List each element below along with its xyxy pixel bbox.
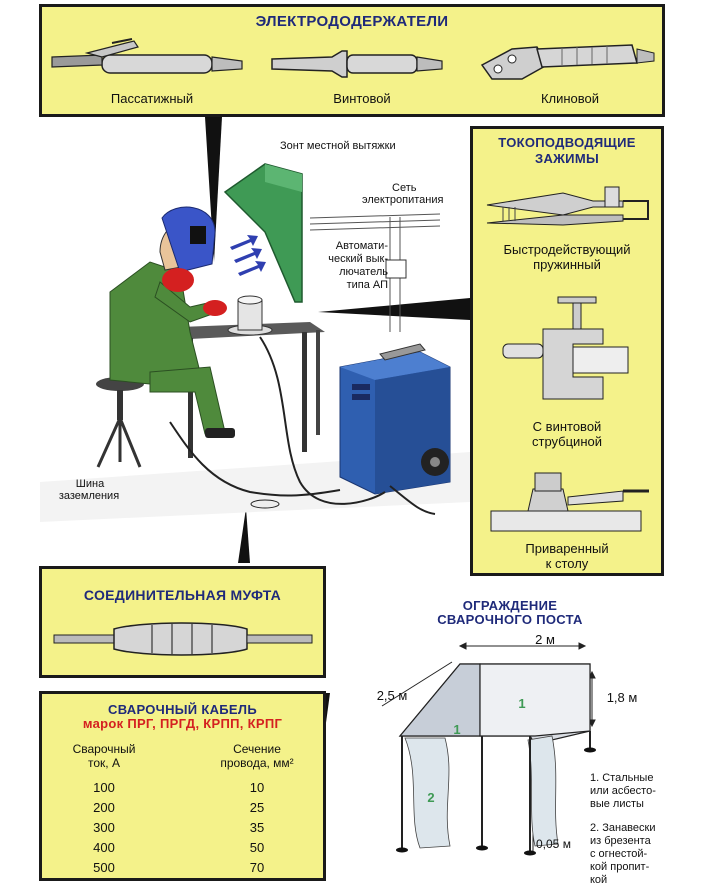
clamp-label-screw-2: струбциной (531, 434, 602, 449)
cable-title: СВАРОЧНЫЙ КАБЕЛЬ (108, 702, 257, 717)
stool (96, 377, 144, 468)
coupling-sleeve-icon (53, 622, 313, 656)
cable-subtitle: марок ПРГ, ПРГД, КРПП, КРПГ (82, 716, 283, 731)
welding-machine (339, 343, 451, 495)
dim-length: 2,5 м (376, 688, 408, 703)
note1-line2: или асбесто- (590, 785, 656, 797)
table-row: 200 25 (64, 800, 310, 816)
coupling-title: СОЕДИНИТЕЛЬНАЯ МУФТА (83, 587, 282, 603)
welding-cables (169, 336, 436, 515)
table-row: 500 70 (64, 860, 310, 876)
section-value: 50 (249, 840, 265, 855)
current-value: 300 (93, 820, 115, 835)
current-value: 200 (93, 800, 115, 815)
col-section-header-2: провода, мм² (220, 756, 294, 770)
dim-height: 1,8 м (606, 690, 638, 705)
note2-line3: с огнестой- (590, 848, 648, 860)
breaker-label-3: лючатель (339, 266, 388, 278)
holder-label-pliers: Пассатижный (110, 91, 194, 106)
clamp-label-screw-1: С винтовой (532, 419, 602, 434)
col-current-header-2: ток, А (88, 756, 120, 770)
cable-panel: СВАРОЧНЫЙ КАБЕЛЬ марок ПРГ, ПРГД, КРПП, … (39, 691, 326, 881)
dim-width: 2 м (535, 632, 555, 647)
fence-title-1: ОГРАЖДЕНИЕ (462, 598, 558, 613)
network-label-2: электропитания (362, 194, 444, 206)
airflow-arrows-icon (230, 235, 266, 276)
clamp-label-spring-2: пружинный (533, 257, 601, 272)
note2-line1: 2. Занавески (590, 822, 656, 834)
note1-line1: 1. Стальные (590, 772, 654, 784)
clamps-panel: ТОКОПОДВОДЯЩИЕ ЗАЖИМЫ Быстродействующий … (470, 126, 664, 576)
fence-note-1: 1. Стальные или асбесто- вые листы (590, 772, 670, 811)
current-value: 100 (93, 780, 115, 795)
holders-drawings (51, 38, 655, 80)
breaker-label-2: ческий вык- (328, 253, 388, 265)
current-value: 500 (93, 860, 115, 875)
section-value: 70 (249, 860, 265, 875)
ground-label-2: заземления (58, 490, 120, 502)
mark-curtain: 2 (427, 790, 435, 805)
pliers-holder-icon (51, 38, 243, 74)
current-value: 400 (93, 840, 115, 855)
clamps-title-2: ЗАЖИМЫ (535, 151, 599, 166)
welder-figure (109, 206, 235, 438)
wedge-holder-icon (480, 44, 655, 80)
table-row: 300 35 (64, 820, 310, 836)
col-section-header-1: Сечение (233, 742, 281, 756)
welded-clamp-icon (490, 472, 649, 532)
breaker-label-1: Автомати- (335, 240, 388, 252)
table-row: 400 50 (64, 840, 310, 856)
mark-panel-left: 1 (453, 722, 461, 737)
welding-station-scene (40, 163, 470, 522)
welding-table (180, 295, 325, 458)
section-value: 10 (249, 780, 265, 795)
screw-clamp-icon (502, 296, 629, 400)
note2-line5: кой (590, 874, 608, 886)
spring-clamp-icon (486, 186, 649, 226)
fence-title-2: СВАРОЧНОГО ПОСТА (437, 612, 583, 627)
dim-gap: 0,05 м (536, 837, 571, 851)
mark-panel-right: 1 (518, 696, 526, 711)
screw-holder-icon (271, 50, 443, 78)
network-label-1: Сеть (392, 182, 417, 194)
breaker-label: Автомати- ческий вык- лючатель типа АП (306, 240, 388, 292)
section-value: 25 (249, 800, 265, 815)
clamp-label-spring-1: Быстродействующий (503, 242, 631, 257)
ground-label-1: Шина (75, 478, 105, 490)
holders-title: ЭЛЕКТРОДОДЕРЖАТЕЛИ (255, 13, 449, 30)
holder-label-wedge: Клиновой (540, 91, 600, 106)
clamp-label-welded-1: Приваренный (525, 541, 609, 556)
coupling-panel: СОЕДИНИТЕЛЬНАЯ МУФТА (39, 566, 326, 678)
hood-label: Зонт местной вытяжки (280, 140, 396, 152)
col-current-header-1: Сварочный (72, 742, 136, 756)
fence-note-2: 2. Занавески из брезента с огнестой- кой… (590, 822, 670, 887)
clamps-title-1: ТОКОПОДВОДЯЩИЕ (498, 135, 636, 150)
section-value: 35 (249, 820, 265, 835)
note2-line2: из брезента (590, 835, 651, 847)
breaker-label-4: типа АП (346, 279, 388, 291)
holders-panel: ЭЛЕКТРОДОДЕРЖАТЕЛИ Пассатижный Винтовой … (39, 4, 665, 117)
note2-line4: кой пропит- (590, 861, 650, 873)
holder-label-screw: Винтовой (333, 91, 391, 106)
exhaust-hood-icon (223, 163, 303, 303)
table-row: 100 10 (64, 780, 310, 796)
note1-line3: вые листы (590, 798, 644, 810)
breaker-box (385, 259, 407, 279)
fence-diagram (381, 642, 596, 856)
clamp-label-welded-2: к столу (545, 556, 589, 571)
